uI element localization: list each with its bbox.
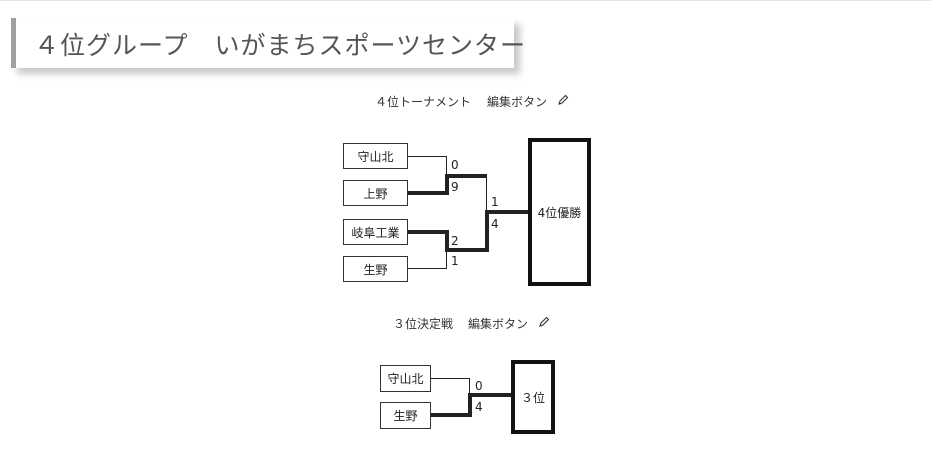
team-box: 岐阜工業: [343, 219, 408, 245]
pencil-icon[interactable]: [557, 94, 569, 106]
bracket-line-winner: [445, 174, 449, 195]
score: 1: [451, 254, 459, 268]
bracket-line: [408, 268, 447, 269]
team-name: 上野: [363, 186, 388, 201]
bracket-line-winner: [468, 393, 472, 417]
bracket-line: [446, 156, 447, 174]
score: 0: [451, 158, 459, 172]
tournament-caption: ４位トーナメント: [375, 95, 472, 109]
score: 9: [451, 180, 459, 194]
team-box: 生野: [380, 402, 431, 429]
bracket-line: [431, 378, 470, 379]
score: 4: [491, 217, 499, 231]
third-place-label: ３位: [520, 390, 545, 405]
score: 2: [451, 234, 459, 248]
third-place-caption: ３位決定戦: [393, 317, 454, 331]
third-place-edit-button[interactable]: 編集ボタン: [468, 317, 529, 331]
team-box: 守山北: [343, 143, 408, 169]
score: 0: [475, 379, 483, 393]
team-name: 生野: [393, 409, 418, 423]
bracket-line-winner: [431, 413, 471, 417]
champion-label: 4位優勝: [537, 205, 582, 220]
team-box: 上野: [343, 180, 408, 206]
bracket-line-winner: [485, 210, 530, 214]
third-place-box: ３位: [511, 360, 555, 434]
page-title: ４位グループ いがまちスポーツセンター: [34, 31, 527, 60]
page-title-box: ４位グループ いがまちスポーツセンター: [11, 18, 525, 68]
team-name: 岐阜工業: [351, 225, 400, 240]
team-box: 生野: [343, 256, 408, 282]
bracket-line: [446, 251, 447, 269]
pencil-icon[interactable]: [538, 316, 550, 328]
top-divider: [0, 0, 931, 1]
bracket-line-winner: [408, 230, 448, 234]
bracket-line: [486, 176, 487, 211]
team-name: 生野: [363, 262, 388, 277]
bracket-line: [469, 378, 470, 395]
team-box: 守山北: [380, 365, 431, 392]
score: 4: [475, 400, 483, 414]
tournament-edit-button[interactable]: 編集ボタン: [487, 95, 548, 109]
bracket-line-winner: [445, 230, 449, 252]
score: 1: [491, 195, 499, 209]
bracket-line-winner: [446, 174, 487, 178]
bracket-line-winner: [408, 191, 448, 195]
team-name: 守山北: [357, 149, 394, 164]
champion-box: 4位優勝: [528, 138, 591, 286]
bracket-line-winner: [445, 248, 487, 252]
bracket-line: [408, 156, 447, 157]
team-name: 守山北: [387, 372, 424, 386]
bracket-line-winner: [485, 210, 489, 252]
bracket-line-winner: [468, 393, 513, 397]
